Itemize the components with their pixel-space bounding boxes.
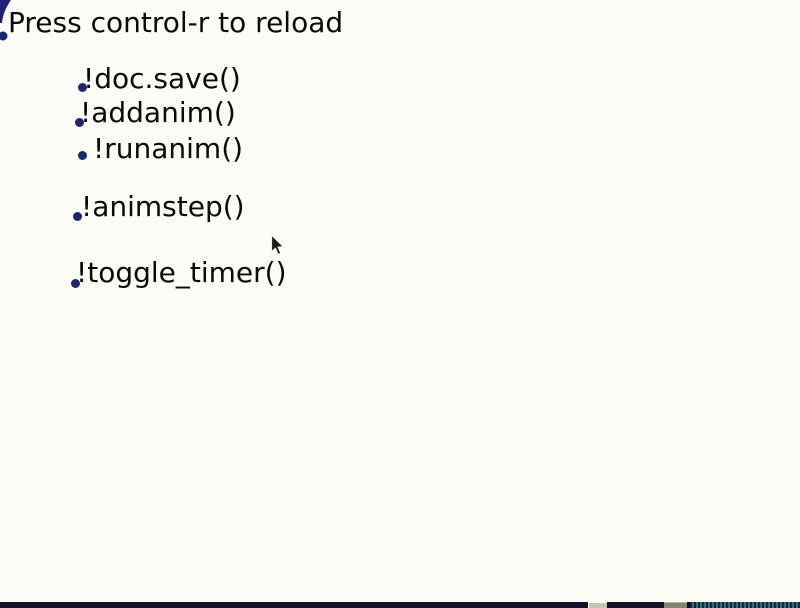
command-toggle-timer[interactable]: !toggle_timer() <box>71 256 287 289</box>
command-label: !toggle_timer() <box>76 256 287 289</box>
mouse-cursor-icon <box>270 234 285 256</box>
reload-hint-text: Press control-r to reload <box>8 6 344 39</box>
bullet-icon <box>78 83 87 92</box>
bullet-icon <box>75 118 84 127</box>
taskbar-edge[interactable] <box>0 602 800 608</box>
command-label: !doc.save() <box>83 62 241 95</box>
partial-bullet-icon <box>0 0 11 41</box>
command-addanim[interactable]: !addanim() <box>75 96 236 129</box>
command-doc-save[interactable]: !doc.save() <box>78 62 241 95</box>
bullet-icon <box>78 151 87 160</box>
taskbar-button-sliver-1[interactable] <box>588 602 607 608</box>
taskbar-button-sliver-2[interactable] <box>664 602 687 608</box>
command-label: !runanim() <box>93 132 244 165</box>
taskbar-tray-edge <box>690 602 800 608</box>
command-animstep[interactable]: !animstep() <box>73 190 245 223</box>
command-label: !animstep() <box>81 190 245 223</box>
bullet-icon <box>73 212 82 221</box>
bullet-icon <box>71 279 80 288</box>
command-label: !addanim() <box>80 96 236 129</box>
command-runanim[interactable]: !runanim() <box>78 132 244 165</box>
